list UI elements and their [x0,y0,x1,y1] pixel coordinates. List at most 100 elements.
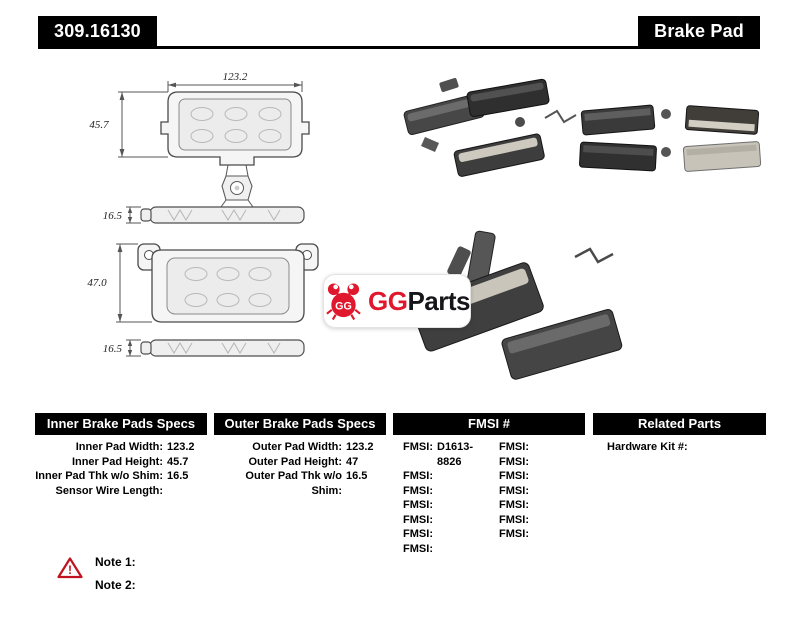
fmsi-label: FMSI: [499,441,529,453]
outer-pad-drawing: 47.0 16.5 [87,243,319,357]
spec-row-inner-width: Inner Pad Width: 123.2 [35,440,207,455]
pad-render-cluster-top [403,77,577,177]
related-parts-column: Related Parts Hardware Kit #: [593,413,766,455]
fmsi-row: FMSI: [489,513,585,528]
fmsi-label: FMSI: [499,513,529,526]
spec-row-inner-thk: Inner Pad Thk w/o Shim: 16.5 [35,469,207,484]
fmsi-row: FMSI: [489,527,585,542]
spec-value: 16.5 [346,470,368,482]
spec-row-inner-height: Inner Pad Height: 45.7 [35,455,207,470]
spec-row-outer-width: Outer Pad Width: 123.2 [214,440,386,455]
inner-specs-header: Inner Brake Pads Specs [35,413,207,435]
product-name: Brake Pad [654,20,744,41]
fmsi-value [529,498,585,513]
fmsi-label: FMSI: [403,470,433,482]
fmsi-value [529,469,585,484]
outer-thickness-dim: 16.5 [103,343,123,355]
spec-value: 45.7 [167,455,189,468]
fmsi-label: FMSI: [403,513,433,526]
warning-triangle-icon: ! [57,557,83,579]
wordmark-gg: GG [368,285,408,316]
spec-value: 123.2 [346,441,374,453]
fmsi-column: FMSI # FMSI: D1613-8826 FMSI: FMSI: FMSI:… [393,413,585,556]
technical-diagram: 123.2 45.7 [87,71,762,380]
spec-label: Inner Pad Height: [71,455,163,468]
specs-section: Inner Brake Pads Specs Inner Pad Width: … [0,413,800,555]
fmsi-label: FMSI: [403,441,433,453]
spec-label: Inner Pad Width: [75,441,163,453]
fmsi-value [433,498,489,513]
spec-row-outer-thk: Outer Pad Thk w/o Shim: 16.5 [214,469,386,498]
fmsi-row: FMSI: [393,513,489,528]
fmsi-label: FMSI: [499,484,529,497]
fmsi-value [433,469,489,484]
fmsi-row: FMSI: [489,498,585,513]
svg-text:!: ! [68,563,72,577]
inner-thickness-dim: 16.5 [103,210,123,222]
fmsi-row: FMSI: [393,484,489,499]
spec-label: Outer Pad Thk w/o Shim: [245,470,342,497]
note-1-label: Note 1: [95,555,136,569]
fmsi-row: FMSI: [489,469,585,484]
fmsi-label: FMSI: [499,528,529,540]
spec-row-sensor-wire: Sensor Wire Length: [35,484,207,499]
fmsi-label: FMSI: [403,484,433,497]
fmsi-label: FMSI: [403,499,433,511]
fmsi-value [529,455,585,470]
fmsi-row: FMSI: [393,469,489,484]
crab-icon-text: GG [335,300,352,312]
fmsi-row: FMSI: [489,484,585,499]
inner-width-dim: 123.2 [223,71,248,83]
inner-height-dim: 45.7 [89,119,109,131]
header: 309.16130 Brake Pad [38,16,760,49]
fmsi-right-list: FMSI: FMSI: FMSI: FMSI: FMSI: FMSI: FMSI… [489,440,585,556]
spec-value: 47 [346,455,359,468]
related-parts-header: Related Parts [593,413,766,435]
fmsi-row: FMSI: [489,455,585,470]
fmsi-row: FMSI: D1613-8826 [393,440,489,469]
product-banner: Brake Pad [638,16,760,46]
outer-specs-header: Outer Brake Pads Specs [214,413,386,435]
fmsi-row: FMSI: [393,527,489,542]
fmsi-value [529,440,585,455]
fmsi-label: FMSI: [403,542,433,555]
ggparts-logo: GG GGParts [323,274,471,328]
spec-value: 16.5 [167,470,189,482]
part-number-banner: 309.16130 [38,16,157,46]
spec-label: Inner Pad Thk w/o Shim: [35,470,163,482]
fmsi-label: FMSI: [499,470,529,482]
sensor-clip-drawing [220,164,254,208]
fmsi-left-list: FMSI: D1613-8826 FMSI: FMSI: FMSI: FMSI: … [393,440,489,556]
ggparts-wordmark: GGParts [368,286,470,317]
spec-value [163,484,207,499]
related-parts-row: Hardware Kit #: [593,435,766,455]
fmsi-value [433,484,489,499]
spec-label: Outer Pad Width: [252,441,342,453]
spec-label: Sensor Wire Length: [55,484,163,497]
fmsi-value: D1613-8826 [437,441,474,468]
note-2-label: Note 2: [95,578,136,592]
fmsi-value [433,527,489,542]
fmsi-value [433,513,489,528]
spec-row-outer-height: Outer Pad Height: 47 [214,455,386,470]
outer-specs-column: Outer Brake Pads Specs Outer Pad Width: … [214,413,386,498]
fmsi-row: FMSI: [489,440,585,455]
inner-specs-column: Inner Brake Pads Specs Inner Pad Width: … [35,413,207,498]
fmsi-value [433,542,489,557]
related-label: Hardware Kit #: [607,441,688,453]
inner-pad-drawing: 123.2 45.7 [89,71,310,224]
fmsi-value [529,527,585,542]
spec-value: 123.2 [167,441,195,453]
part-number: 309.16130 [54,20,141,41]
fmsi-label: FMSI: [403,528,433,540]
fmsi-label: FMSI: [499,499,529,511]
fmsi-row: FMSI: [393,542,489,557]
pad-render-cluster-right [579,104,762,172]
fmsi-row: FMSI: [393,498,489,513]
ggparts-crab-icon: GG [326,283,361,321]
outer-height-dim: 47.0 [87,277,107,289]
spec-label: Outer Pad Height: [248,455,342,468]
fmsi-value [529,513,585,528]
fmsi-header: FMSI # [393,413,585,435]
